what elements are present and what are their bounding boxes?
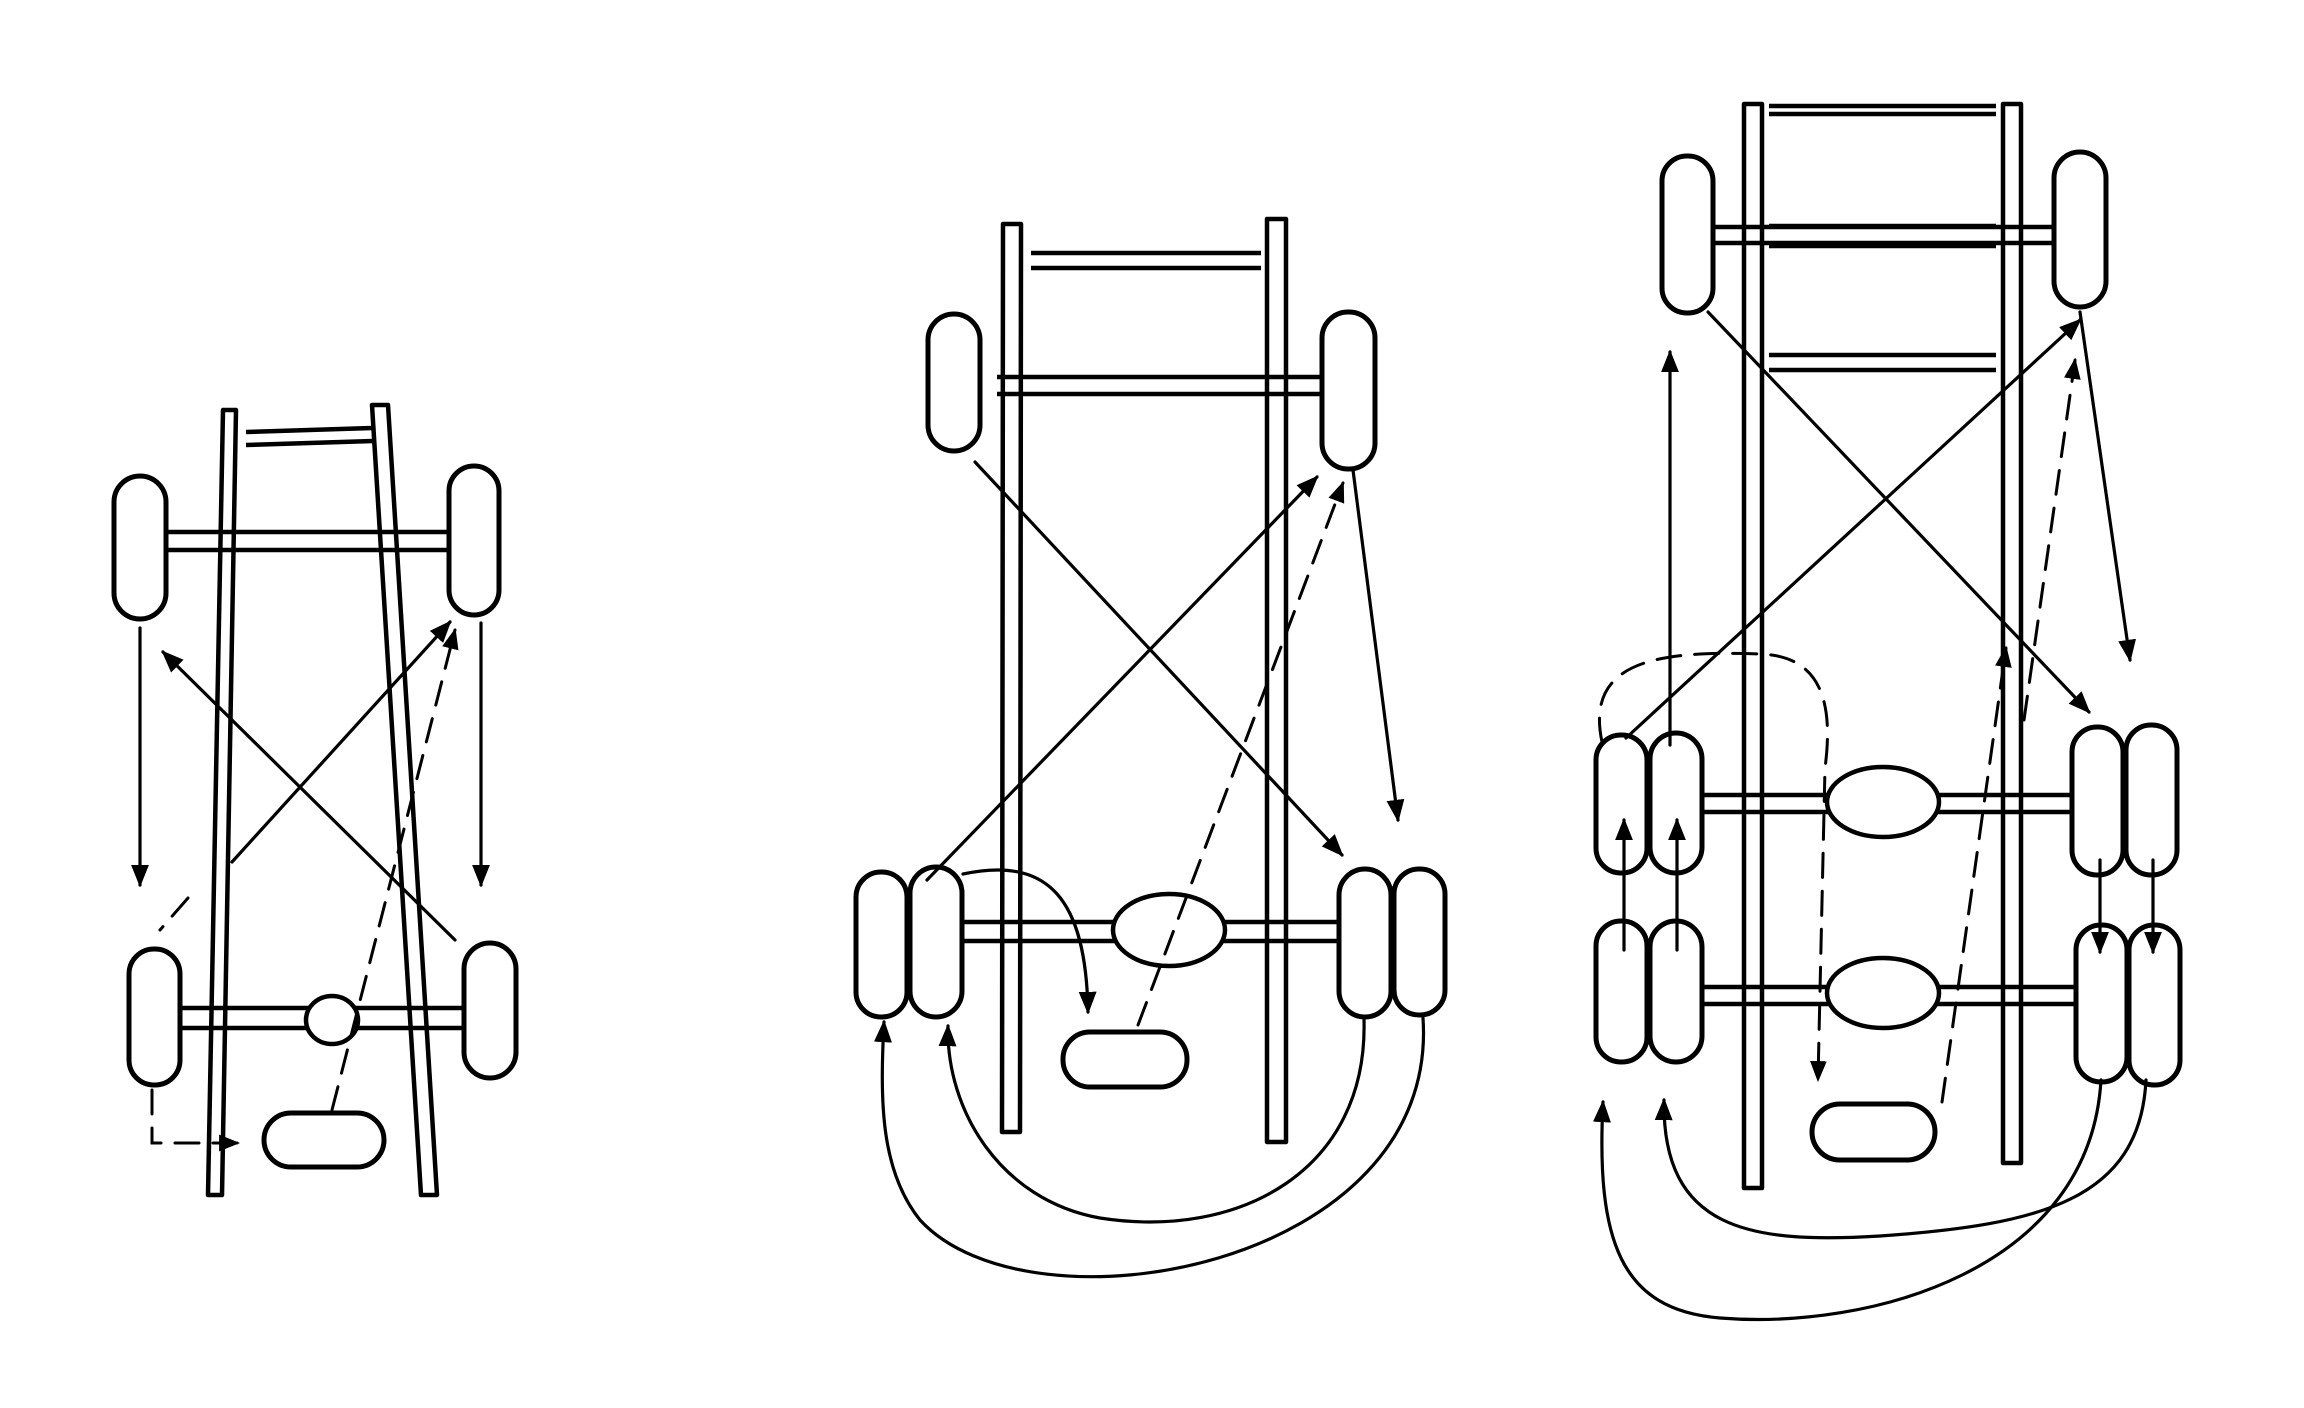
rotation-arrows xyxy=(131,620,490,1152)
differential-housing xyxy=(1110,891,1228,969)
front-right-tire xyxy=(2051,149,2109,310)
rear-axle xyxy=(964,891,1345,969)
rear-left-outer-tire xyxy=(853,869,910,1020)
rotation-arrows xyxy=(1593,310,2162,1322)
spare-tire xyxy=(1809,1101,1938,1163)
spare-tire xyxy=(1060,1029,1190,1090)
frame-rails xyxy=(999,216,1289,1145)
diagram-four-wheel-chassis xyxy=(111,402,519,1198)
rear-right-tire xyxy=(461,940,519,1081)
forward-differential-housing xyxy=(1824,764,1942,840)
diagram-tandem-axle-chassis xyxy=(1593,101,2183,1322)
front-axle xyxy=(165,529,457,553)
differential-housing xyxy=(303,993,361,1047)
forward-rear-right-inner-tire xyxy=(2069,724,2126,878)
rear-axle-rearward xyxy=(1687,955,2082,1031)
front-left-tire xyxy=(925,311,983,454)
rear-left-inner-tire xyxy=(907,864,965,1020)
front-right-tire xyxy=(1319,309,1378,472)
spare-tire xyxy=(261,1110,387,1170)
rearward-rear-left-outer-tire xyxy=(1593,918,1650,1065)
front-right-tire xyxy=(446,463,502,618)
frame-rails xyxy=(205,402,440,1198)
rearward-differential-housing xyxy=(1824,955,1942,1031)
rear-right-outer-tire xyxy=(1391,866,1448,1018)
rear-axle-forward xyxy=(1687,764,2082,840)
diagram-dual-rear-wheel-chassis xyxy=(853,216,1448,1279)
front-axle xyxy=(997,374,1328,397)
rear-left-tire xyxy=(126,946,183,1088)
forward-rear-left-outer-tire xyxy=(1593,732,1650,876)
front-left-tire xyxy=(111,473,169,622)
rear-axle xyxy=(180,993,462,1047)
front-left-tire xyxy=(1659,153,1716,316)
rear-right-inner-tire xyxy=(1336,866,1394,1020)
front-axle xyxy=(1706,224,2062,246)
forward-rear-right-outer-tire xyxy=(2123,722,2180,878)
rotation-arrows xyxy=(874,460,1425,1279)
